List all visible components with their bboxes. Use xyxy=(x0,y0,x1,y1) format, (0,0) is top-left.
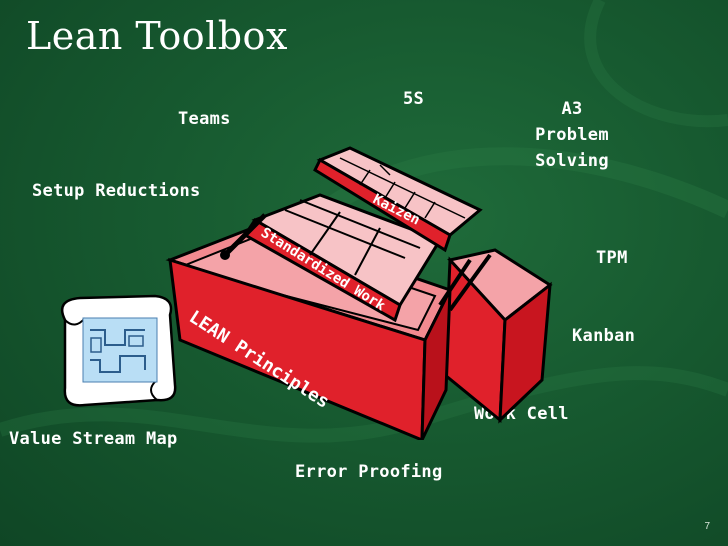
toolbox-right-compartment xyxy=(443,248,553,424)
tool-kanban: Kanban xyxy=(572,326,636,346)
scroll-map-icon xyxy=(60,294,177,407)
tool-a3-problem-solving: A3 Problem Solving xyxy=(535,99,609,171)
tool-value-stream-map: Value Stream Map xyxy=(9,429,178,449)
tool-teams: Teams xyxy=(178,109,231,129)
tool-5s: 5S xyxy=(403,89,425,109)
page-number: 7 xyxy=(704,521,710,532)
toolbox-top-tray xyxy=(313,146,483,253)
toolbox-hinges xyxy=(220,213,492,312)
tool-tpm: TPM xyxy=(596,248,628,268)
tool-error-proofing: Error Proofing xyxy=(295,462,443,482)
slide-title: Lean Toolbox xyxy=(26,14,288,58)
tool-setup-reductions: Setup Reductions xyxy=(32,181,201,201)
toolbox-icon: Kaizen Standardized Work LEAN Principles xyxy=(165,146,553,440)
